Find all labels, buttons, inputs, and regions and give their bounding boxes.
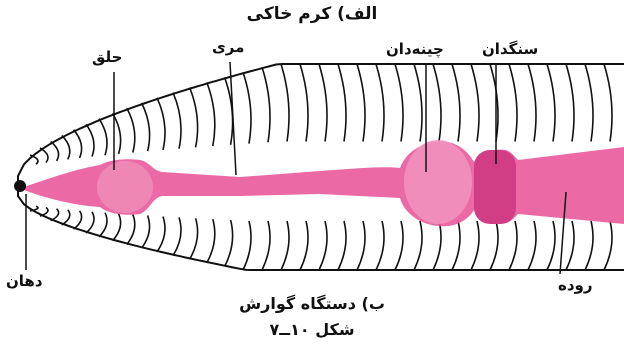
segment-ridge-bottom — [190, 218, 198, 259]
segment-ridge-top — [452, 64, 460, 142]
segment-ridge-bottom — [127, 215, 135, 245]
label-intestine: روده — [558, 276, 593, 294]
segment-ridge-bottom — [585, 221, 593, 270]
segment-ridge-top — [604, 64, 612, 142]
pharynx-organ — [97, 161, 153, 213]
segment-ridge-top — [86, 124, 94, 156]
segment-ridge-top — [207, 82, 215, 146]
segment-ridge-top — [376, 64, 384, 142]
segment-ridge-top — [142, 103, 150, 151]
segment-ridge-bottom — [376, 221, 384, 270]
label-pharynx: حلق — [92, 48, 122, 66]
segment-ridge-bottom — [414, 221, 422, 270]
segment-ridge-bottom — [281, 221, 289, 270]
segment-ridge-bottom — [173, 217, 181, 255]
segment-ridge-top — [566, 64, 574, 142]
segment-ridge-top — [528, 64, 536, 142]
figure-caption: شکل ۱۰ــ۷ — [0, 320, 624, 339]
segment-ridge-top — [338, 64, 346, 142]
label-gizzard: سنگدان — [482, 40, 538, 58]
segment-ridge-bottom — [395, 221, 403, 270]
segment-ridge-top — [433, 64, 441, 142]
segment-ridge-top — [547, 64, 555, 142]
segment-ridge-top — [99, 119, 107, 156]
segment-ridge-bottom — [300, 221, 308, 270]
segment-ridge-bottom — [471, 221, 479, 270]
segment-ridge-bottom — [490, 221, 498, 270]
segment-ridge-top — [490, 64, 498, 142]
segment-ridge-top — [585, 64, 593, 142]
segment-ridge-top — [300, 64, 308, 142]
segment-ridge-bottom — [604, 221, 612, 270]
segment-ridge-top — [395, 64, 403, 142]
segment-ridge-bottom — [357, 221, 365, 270]
segment-ridge-top — [414, 64, 422, 142]
segment-ridge-bottom — [262, 221, 270, 270]
segment-ridge-top — [173, 93, 181, 149]
mouth-dot — [14, 180, 26, 192]
gizzard-organ — [474, 150, 516, 224]
segment-ridge-bottom — [86, 212, 94, 233]
segment-ridge-bottom — [338, 221, 346, 270]
segment-ridge-top — [471, 64, 479, 142]
segment-ridge-bottom — [433, 221, 441, 270]
segment-ridge-bottom — [62, 210, 70, 225]
figure-title-digestive-system: ب) دستگاه گوارش — [0, 294, 624, 313]
segment-ridge-bottom — [566, 221, 574, 270]
segment-ridge-top — [51, 142, 59, 161]
figure-title-earthworm: الف) کرم خاکی — [0, 4, 624, 24]
segment-ridge-bottom — [74, 211, 82, 229]
segment-ridge-top — [281, 64, 289, 142]
segment-ridge-top — [74, 130, 82, 158]
segment-ridge-bottom — [113, 214, 121, 241]
segment-ridge-top — [127, 108, 135, 152]
segment-ridge-bottom — [207, 219, 215, 263]
segment-ridge-top — [319, 64, 327, 142]
segment-ridge-top — [262, 67, 270, 142]
segment-ridge-bottom — [142, 216, 150, 249]
segment-ridge-bottom — [509, 221, 517, 270]
segment-ridge-top — [509, 64, 517, 142]
segment-ridge-top — [243, 72, 251, 143]
crop-organ — [404, 140, 472, 224]
segment-ridge-bottom — [40, 208, 48, 217]
segment-ridge-top — [157, 98, 165, 150]
label-mouth: دهان — [6, 272, 43, 290]
segment-ridge-bottom — [99, 213, 107, 237]
segment-ridge-bottom — [243, 221, 251, 270]
segment-ridge-top — [62, 136, 70, 160]
segment-ridge-bottom — [452, 221, 460, 270]
label-esophagus: مری — [212, 38, 244, 56]
segment-ridge-bottom — [319, 221, 327, 270]
segment-ridge-bottom — [547, 221, 555, 270]
segment-ridge-bottom — [528, 221, 536, 270]
segment-ridge-top — [357, 64, 365, 142]
segment-ridge-top — [190, 88, 198, 148]
segment-ridge-bottom — [225, 220, 233, 266]
segment-ridge-bottom — [157, 217, 165, 252]
label-crop: چینه‌دان — [386, 40, 444, 58]
